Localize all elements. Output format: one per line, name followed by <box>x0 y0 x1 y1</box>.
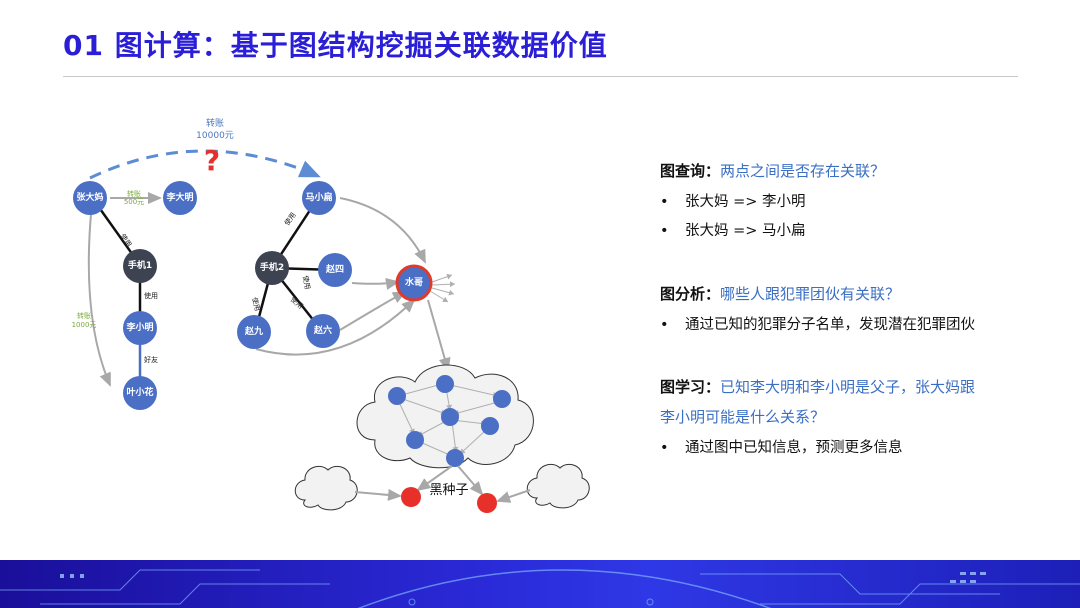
learning-bullet-1: 通过图中已知信息，预测更多信息 <box>685 440 903 456</box>
title-divider <box>63 76 1018 77</box>
svg-text:张大妈: 张大妈 <box>76 191 103 203</box>
svg-text:手机1: 手机1 <box>128 259 152 271</box>
query-question: 两点之间是否存在关联？ <box>720 162 886 180</box>
decorative-footer-band <box>0 560 1080 608</box>
use-label-5: 使用 <box>250 296 262 312</box>
graph-node: 马小扁 <box>302 181 336 215</box>
friend-label: 好友 <box>144 355 158 364</box>
graph-node: 李小明 <box>123 311 157 345</box>
black-seed-node-2 <box>477 493 497 513</box>
query-bullet-2: 张大妈 => 马小扁 <box>685 223 806 239</box>
learning-question-line-2: 李小明可能是什么关系？ <box>660 408 826 426</box>
bullet-icon: • <box>660 223 669 239</box>
spray-arrow-4 <box>429 290 449 303</box>
svg-text:赵九: 赵九 <box>244 325 263 337</box>
svg-text:赵六: 赵六 <box>313 324 332 336</box>
graph-node: 赵四 <box>318 253 352 287</box>
analysis-bullet-1: 通过已知的犯罪分子名单，发现潜在犯罪团伙 <box>685 317 975 333</box>
graph-node: 手机2 <box>255 251 289 285</box>
transfer-small-label-1: 转账 <box>127 189 141 198</box>
edge-left-cloud-seed <box>354 488 402 501</box>
graph-node: 李大明 <box>163 181 197 215</box>
bullet-icon: • <box>660 317 669 333</box>
edge-to-shuige-4 <box>255 298 416 356</box>
graph-node: 赵六 <box>306 314 340 348</box>
question-mark-icon: ? <box>204 144 220 177</box>
transfer-top-label-2: 10000元 <box>196 131 234 141</box>
use-label-2: 使用 <box>144 291 158 300</box>
use-label-3: 使用 <box>282 211 297 228</box>
graph-node: 手机1 <box>123 249 157 283</box>
svg-text:手机2: 手机2 <box>260 261 284 273</box>
cloud-nodes <box>388 375 511 467</box>
transfer-left-label-1: 转账 <box>77 311 91 320</box>
svg-text:水哥: 水哥 <box>405 276 423 288</box>
learning-question-line-1: 已知李大明和李小明是父子，张大妈跟 <box>720 378 976 396</box>
svg-text:叶小花: 叶小花 <box>126 386 153 398</box>
list-item: • 张大妈 => 马小扁 <box>660 219 806 240</box>
right-small-cloud-icon <box>526 463 590 509</box>
edge-to-shuige-2 <box>351 278 400 290</box>
edge-to-shuige-1 <box>339 197 426 264</box>
analysis-heading: 图分析： <box>660 285 721 303</box>
page-title: 01 图计算：基于图结构挖掘关联数据价值 <box>63 29 608 62</box>
query-heading: 图查询： <box>660 162 721 180</box>
edge-to-cloud <box>427 299 451 372</box>
graph-node: 张大妈 <box>73 181 107 215</box>
edge-right-cloud-seed <box>496 489 531 503</box>
query-heading-row: 图查询：两点之间是否存在关联？ <box>660 160 1060 181</box>
learning-question-row-2: 李小明可能是什么关系？ <box>660 406 1060 427</box>
learning-heading: 图学习： <box>660 378 721 396</box>
list-item: • 通过图中已知信息，预测更多信息 <box>660 436 903 457</box>
dashed-transfer-edge <box>89 149 321 180</box>
edge-to-shuige-3 <box>339 291 407 331</box>
use-label-1: 使用 <box>118 232 133 249</box>
bullet-icon: • <box>660 194 669 210</box>
use-label-4: 使用 <box>301 275 312 290</box>
black-seed-label: 黑种子 <box>429 483 468 498</box>
bullet-icon: • <box>660 440 669 456</box>
svg-text:李大明: 李大明 <box>165 191 193 203</box>
graph-node: 水哥 <box>395 264 433 302</box>
left-small-cloud-icon <box>294 465 358 511</box>
transfer-left-label-2: 1000元 <box>72 321 97 329</box>
graph-node: 赵九 <box>237 315 271 349</box>
svg-text:赵四: 赵四 <box>325 263 344 275</box>
relationship-graph: 转账 10000元 ? 转账 500元 转账 1000元 使用 使用 好友 使用… <box>72 117 590 513</box>
analysis-question: 哪些人跟犯罪团伙有关联？ <box>720 285 901 303</box>
graph-node: 叶小花 <box>123 376 157 410</box>
svg-text:马小扁: 马小扁 <box>305 191 332 203</box>
list-item: • 张大妈 => 李小明 <box>660 190 806 211</box>
edge-cloud-seed-1 <box>416 465 453 492</box>
edge-cloud-seed-2 <box>457 465 484 496</box>
spray-arrow-1 <box>431 273 453 283</box>
black-seed-node-1 <box>401 487 421 507</box>
analysis-heading-row: 图分析：哪些人跟犯罪团伙有关联？ <box>660 283 1060 304</box>
spray-arrow-2 <box>431 281 456 288</box>
query-bullet-1: 张大妈 => 李小明 <box>685 194 806 210</box>
transfer-top-label-1: 转账 <box>206 117 224 129</box>
list-item: • 通过已知的犯罪分子名单，发现潜在犯罪团伙 <box>660 313 975 334</box>
transfer-small-label-2: 500元 <box>124 198 144 206</box>
svg-text:李小明: 李小明 <box>125 321 153 333</box>
edge-transfer-1000 <box>87 213 111 387</box>
learning-heading-row: 图学习：已知李大明和李小明是父子，张大妈跟 <box>660 376 1060 397</box>
spray-arrow-3 <box>431 287 455 296</box>
circuit-pattern-icon <box>0 569 1080 608</box>
